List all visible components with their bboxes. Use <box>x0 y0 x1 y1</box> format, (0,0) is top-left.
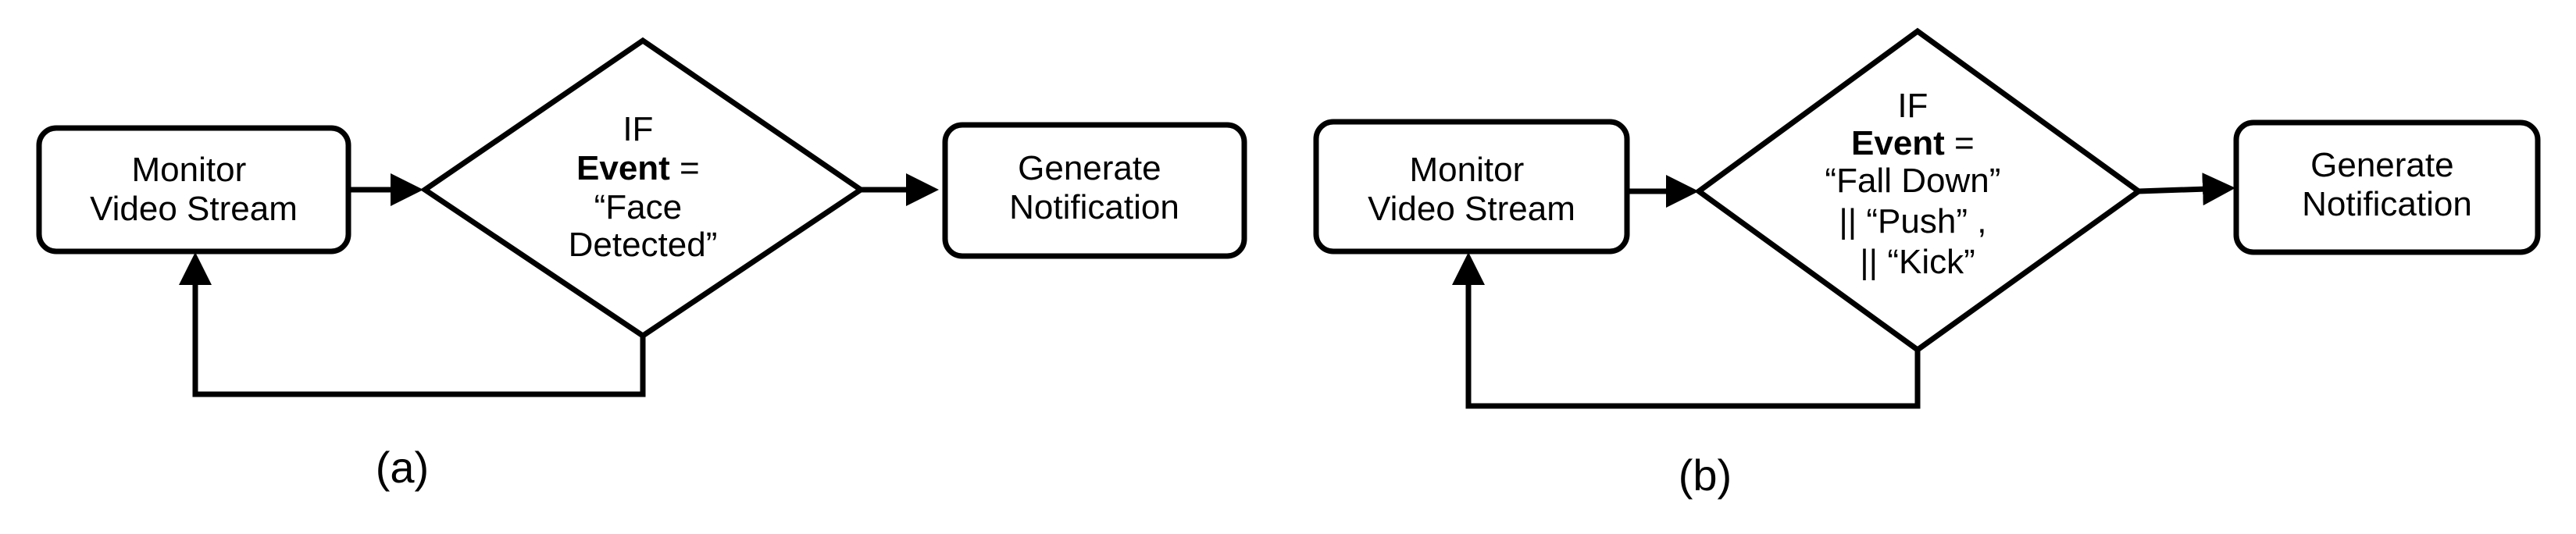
panel-b: Monitor Video Stream IF Event = “Fall Do… <box>1313 27 2541 500</box>
generate-notification-box <box>2233 119 2541 255</box>
event-decision-diamond <box>1694 27 2143 354</box>
panel-a-caption: (a) <box>376 443 429 492</box>
panel-a: Monitor Video Stream IF Event = “Face De… <box>36 37 1247 492</box>
decision-to-notification-arrow <box>2138 173 2235 206</box>
monitor-label: Monitor Video Stream <box>90 151 298 228</box>
monitor-video-stream-box <box>36 125 351 255</box>
monitor-video-stream-box <box>1313 119 1630 255</box>
notification-label: Generate Notification <box>2302 146 2472 223</box>
event-decision-diamond <box>419 37 866 340</box>
decision-label: IF Event = “Face Detected” <box>569 110 718 264</box>
feedback-loop-arrow <box>179 252 646 397</box>
decision-label: IF Event = “Fall Down” || “Push” , || “K… <box>1825 87 2010 281</box>
feedback-loop-arrow <box>1452 252 1921 409</box>
monitor-label: Monitor Video Stream <box>1368 151 1575 228</box>
notification-label: Generate Notification <box>1009 149 1179 226</box>
generate-notification-box <box>942 122 1247 259</box>
panel-b-caption: (b) <box>1679 450 1732 500</box>
